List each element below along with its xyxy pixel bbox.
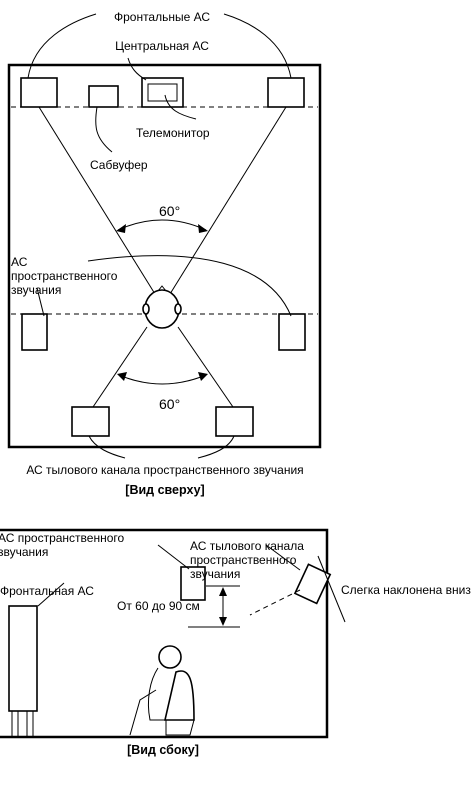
rear-speaker-tilted-group — [293, 563, 332, 605]
caption-top-view: [Вид сверху] — [125, 483, 204, 497]
room-outline-top — [7, 63, 322, 449]
label-surround-side-l1: АС пространственного — [0, 531, 125, 545]
surround-left-leader — [36, 287, 45, 317]
rear-left-speaker — [71, 406, 110, 437]
label-angle-top: 60° — [159, 203, 180, 219]
surround-right-speaker — [278, 313, 306, 351]
label-surround-side-l2: звучания — [0, 545, 48, 559]
front-speaker-leader — [37, 582, 65, 607]
sightline-front-right — [169, 106, 287, 295]
listener-ear-left — [142, 303, 150, 315]
listener-head-side — [158, 645, 182, 669]
rear-left-arc — [88, 435, 126, 459]
front-speaker-tower — [8, 605, 38, 712]
rear-speaker-tilt-line — [317, 555, 346, 623]
subwoofer-speaker — [88, 85, 119, 108]
listener-head — [144, 289, 180, 329]
front-right-arc — [223, 13, 292, 79]
label-surround-l3: звучания — [11, 283, 61, 297]
surround-right-arc — [87, 255, 292, 317]
angle-arrow-top-left — [116, 224, 126, 233]
center-speaker — [141, 77, 184, 108]
label-rear-side-l2: пространственного — [190, 553, 297, 567]
sightline-rear-right — [177, 326, 234, 408]
surround-speaker-leader — [157, 544, 190, 570]
dimension-arrow-up — [219, 587, 227, 596]
label-tv-monitor: Телемонитор — [136, 126, 210, 140]
angle-arc-bottom — [118, 374, 207, 385]
angle-arrow-bottom-left — [117, 372, 127, 381]
angle-arrow-top-right — [198, 224, 208, 233]
front-left-arc — [27, 13, 97, 79]
dimension-arrow-down — [219, 617, 227, 626]
surround-left-speaker — [21, 313, 48, 351]
chair-seat — [165, 719, 195, 736]
room-outline-side — [0, 528, 329, 739]
sightline-rear-left — [92, 326, 148, 408]
rear-right-arc — [197, 435, 235, 459]
chair-back — [163, 670, 195, 721]
label-surround-l1: АС — [11, 255, 28, 269]
label-center-speaker: Центральная АС — [115, 39, 209, 53]
label-rear-side-l3: звучания — [190, 567, 240, 581]
subwoofer-leader — [95, 106, 113, 153]
sightline-front-left — [38, 106, 156, 295]
rear-speaker-side — [293, 563, 332, 605]
label-height-range: От 60 до 90 см — [117, 599, 200, 613]
label-subwoofer: Сабвуфер — [90, 158, 148, 172]
tv-monitor-screen — [147, 83, 178, 102]
listener-nose — [157, 285, 167, 292]
top-view: Фронтальные АС Центральная АС Телемонито… — [7, 10, 322, 497]
rear-right-speaker — [215, 406, 254, 437]
label-surround-l2: пространственного — [11, 269, 118, 283]
label-rear-surround: АС тылового канала пространственного зву… — [26, 463, 303, 477]
angle-arc-top — [117, 219, 207, 231]
caption-side-view: [Вид сбоку] — [127, 743, 199, 757]
front-right-speaker — [267, 77, 305, 108]
listener-ear-right — [174, 303, 182, 315]
rear-speaker-aim-dashed — [249, 589, 301, 616]
label-front-speakers: Фронтальные АС — [114, 10, 210, 24]
rear-speaker-leader — [265, 544, 301, 571]
center-leader — [127, 57, 147, 81]
angle-arrow-bottom-right — [198, 372, 208, 381]
surround-speaker-side — [180, 566, 206, 601]
label-tilt-note: Слегка наклонена вниз — [341, 583, 471, 597]
front-left-speaker — [20, 77, 58, 108]
tv-leader — [164, 94, 197, 120]
listener-legs — [129, 689, 157, 736]
label-front-speaker-side: Фронтальная АС — [0, 584, 94, 598]
label-rear-side-l1: АС тылового канала — [190, 539, 304, 553]
label-angle-bottom: 60° — [159, 396, 180, 412]
side-view: АС пространственного звучания АС тыловог… — [0, 528, 471, 757]
